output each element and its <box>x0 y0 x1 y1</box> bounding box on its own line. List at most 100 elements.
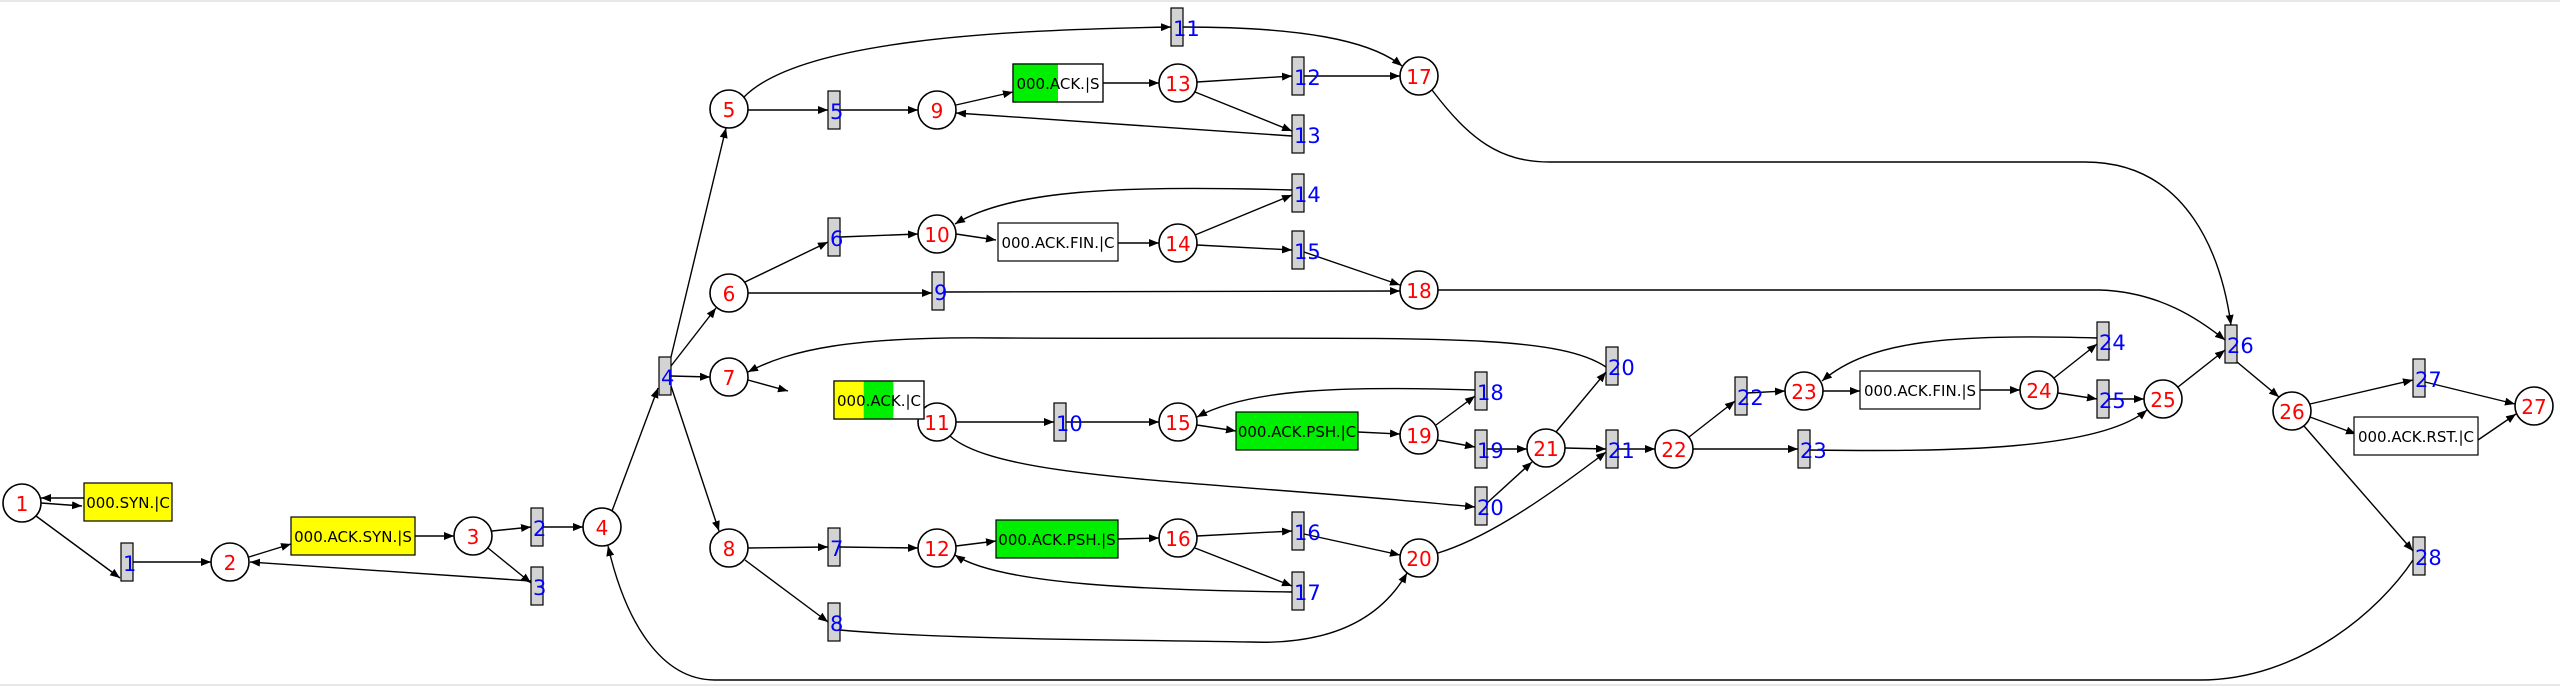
state-node-27[interactable]: 27 <box>2514 386 2554 426</box>
state-node-3[interactable]: 3 <box>453 516 493 556</box>
transition-label: 19 <box>1477 439 1504 463</box>
transition-node-20[interactable]: 20 <box>1474 486 1504 526</box>
transition-node-7[interactable]: 7 <box>827 527 843 567</box>
state-node-26[interactable]: 26 <box>2272 391 2312 431</box>
state-node-7[interactable]: 7 <box>709 357 749 397</box>
edge-t9-s18 <box>943 287 1401 296</box>
state-label: 14 <box>1165 232 1190 256</box>
edge-s17-t26 <box>1431 89 2234 326</box>
transition-box <box>1474 429 1488 469</box>
packet-node-p_ack_fin_c[interactable]: 000.ACK.FIN.|C <box>997 222 1119 262</box>
transition-box <box>1170 7 1184 47</box>
edge-t14-s10 <box>954 187 1293 225</box>
state-node-2[interactable]: 2 <box>210 542 250 582</box>
transition-node-18[interactable]: 18 <box>1474 371 1504 411</box>
packet-fill <box>1013 64 1058 102</box>
edge-t18-s15 <box>1196 387 1476 418</box>
transition-node-20[interactable]: 20 <box>1605 346 1635 386</box>
transition-node-3[interactable]: 3 <box>530 566 546 606</box>
transition-node-6[interactable]: 6 <box>827 217 843 257</box>
edge-t3-s2 <box>249 558 532 582</box>
state-node-18[interactable]: 18 <box>1399 270 1439 310</box>
state-node-25[interactable]: 25 <box>2143 379 2183 419</box>
transition-node-1[interactable]: 1 <box>120 542 136 582</box>
transition-node-13[interactable]: 13 <box>1291 114 1321 154</box>
edges-layer <box>35 23 2517 681</box>
packet-node-p_ack_syn[interactable]: 000.ACK.SYN.|S <box>290 516 416 556</box>
transition-node-8[interactable]: 8 <box>827 602 843 642</box>
state-circle <box>1158 518 1198 558</box>
packet-node-p_ack_psh_c[interactable]: 000.ACK.PSH.|C <box>1235 411 1359 451</box>
state-node-1[interactable]: 1 <box>2 483 42 523</box>
state-node-24[interactable]: 24 <box>2019 370 2059 410</box>
transition-node-21[interactable]: 21 <box>1605 429 1635 469</box>
packet-node-p_ack_s[interactable]: 000.ACK.|S <box>1012 63 1104 103</box>
packet-node-p_ack_psh_s[interactable]: 000.ACK.PSH.|S <box>995 519 1119 559</box>
transition-box <box>931 271 945 311</box>
state-node-23[interactable]: 23 <box>1784 371 1824 411</box>
edge-p_ack_psh_c-s19 <box>1357 429 1401 438</box>
state-node-10[interactable]: 10 <box>917 214 957 254</box>
transition-node-14[interactable]: 14 <box>1291 173 1321 213</box>
state-label: 19 <box>1406 424 1431 448</box>
transition-node-16[interactable]: 16 <box>1291 511 1321 551</box>
state-node-9[interactable]: 9 <box>917 90 957 130</box>
state-node-21[interactable]: 21 <box>1526 428 1566 468</box>
state-node-11[interactable]: 11 <box>917 402 957 442</box>
transition-node-23[interactable]: 23 <box>1797 429 1827 469</box>
transition-node-12[interactable]: 12 <box>1291 56 1321 96</box>
state-node-14[interactable]: 14 <box>1158 223 1198 263</box>
transition-node-17[interactable]: 17 <box>1291 571 1321 611</box>
transition-node-27[interactable]: 27 <box>2412 358 2442 398</box>
transition-box <box>1291 173 1305 213</box>
transition-label: 13 <box>1294 124 1321 148</box>
state-label: 24 <box>2026 379 2051 403</box>
state-node-6[interactable]: 6 <box>709 273 749 313</box>
state-node-22[interactable]: 22 <box>1654 429 1694 469</box>
transition-node-9[interactable]: 9 <box>931 271 947 311</box>
transition-node-28[interactable]: 28 <box>2412 536 2442 576</box>
state-node-12[interactable]: 12 <box>917 528 957 568</box>
transition-label: 20 <box>1608 356 1635 380</box>
transition-node-15[interactable]: 15 <box>1291 230 1321 270</box>
edge-s26-t28 <box>2303 425 2414 552</box>
packet-node-p_ack_c[interactable]: 000.ACK.|C <box>833 380 925 420</box>
state-label: 26 <box>2279 400 2304 424</box>
edge-s7-p_ack_c <box>747 379 789 393</box>
state-node-16[interactable]: 16 <box>1158 518 1198 558</box>
state-node-19[interactable]: 19 <box>1399 415 1439 455</box>
transition-box <box>1291 230 1305 270</box>
state-label: 21 <box>1533 437 1558 461</box>
state-node-17[interactable]: 17 <box>1399 56 1439 96</box>
transition-node-19[interactable]: 19 <box>1474 429 1504 469</box>
packet-node-p_ack_fin_s[interactable]: 000.ACK.FIN.|S <box>1859 370 1981 410</box>
edge-s2-p_ack_syn <box>248 543 292 558</box>
state-node-20[interactable]: 20 <box>1399 538 1439 578</box>
state-label: 25 <box>2150 388 2175 412</box>
packet-box <box>1859 370 1981 410</box>
transition-box <box>827 602 841 642</box>
packet-label: 000.ACK.|S <box>1016 75 1099 93</box>
transition-node-4[interactable]: 4 <box>658 356 674 396</box>
state-circle <box>453 516 493 556</box>
packet-node-p_ack_rst_c[interactable]: 000.ACK.RST.|C <box>2353 416 2479 456</box>
state-node-15[interactable]: 15 <box>1158 402 1198 442</box>
edge-t26-s26 <box>2236 361 2280 398</box>
state-node-5[interactable]: 5 <box>709 89 749 129</box>
transition-node-11[interactable]: 11 <box>1170 7 1200 47</box>
state-node-4[interactable]: 4 <box>582 507 622 547</box>
transition-node-24[interactable]: 24 <box>2096 321 2126 361</box>
transition-node-2[interactable]: 2 <box>530 507 546 547</box>
transition-node-22[interactable]: 22 <box>1734 376 1764 416</box>
state-label: 15 <box>1165 411 1190 435</box>
edge-s5-t11 <box>743 23 1172 98</box>
state-circle <box>2019 370 2059 410</box>
state-node-13[interactable]: 13 <box>1158 63 1198 103</box>
transition-node-25[interactable]: 25 <box>2096 379 2126 419</box>
transition-node-26[interactable]: 26 <box>2224 324 2254 364</box>
transition-node-10[interactable]: 10 <box>1053 402 1083 442</box>
state-node-8[interactable]: 8 <box>709 528 749 568</box>
state-circle <box>709 357 749 397</box>
transition-node-5[interactable]: 5 <box>827 90 843 130</box>
packet-node-p_syn[interactable]: 000.SYN.|C <box>83 482 173 522</box>
